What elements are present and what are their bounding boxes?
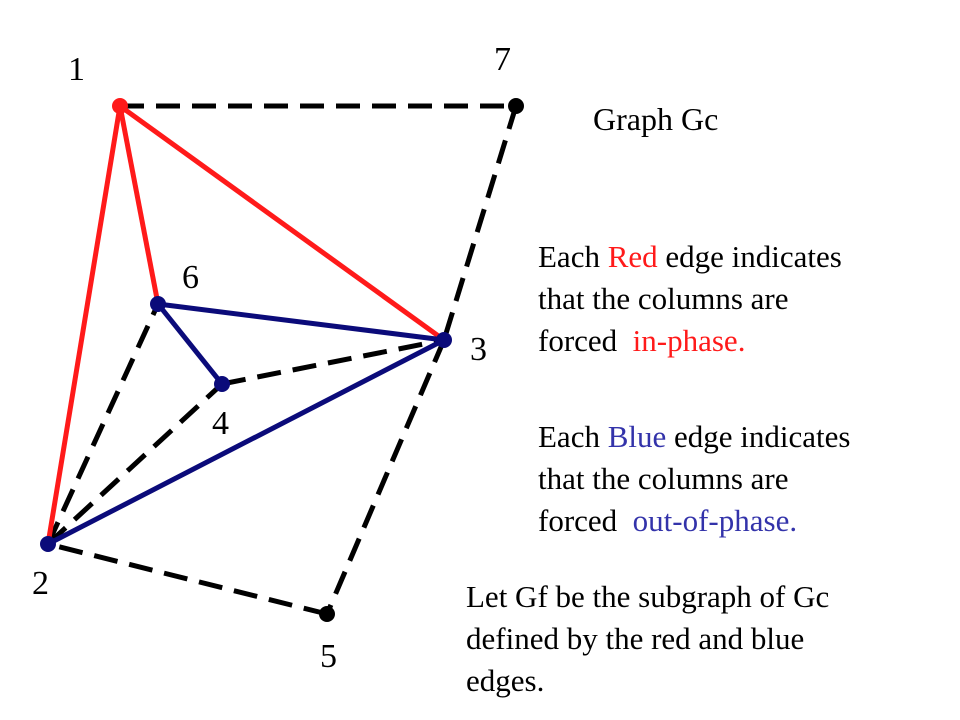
node-label-3: 3 xyxy=(470,331,487,368)
edge-1-3-red xyxy=(118,103,446,343)
edge-7-3-dashed xyxy=(441,105,519,341)
node-label-6: 6 xyxy=(182,259,199,296)
graph-title: Graph Gc xyxy=(593,101,719,137)
node-5 xyxy=(319,606,335,622)
edge-2-4-dashed xyxy=(46,382,224,546)
edge-2-3-blue xyxy=(46,337,446,547)
edge-4-3-dashed xyxy=(221,337,445,387)
red-edge-explanation: Each Red edge indicates that the columns… xyxy=(538,236,842,362)
graph-node-labels: 1 2 3 4 5 6 7 xyxy=(32,41,511,675)
blue-edge-explanation: Each Blue edge indicates that the column… xyxy=(538,416,850,542)
edge-5-2-dashed xyxy=(47,541,328,617)
edge-6-4-blue xyxy=(156,302,224,386)
blue-explanation-line-3: forced out-of-phase. xyxy=(538,503,798,538)
node-4 xyxy=(214,376,230,392)
red-explanation-line-2: that the columns are xyxy=(538,281,789,316)
blue-explanation-line-1: Each Blue edge indicates xyxy=(538,419,851,454)
edge-3-5-dashed xyxy=(324,339,447,615)
graph-edges xyxy=(45,103,519,617)
subgraph-line-3: edges. xyxy=(466,663,545,698)
node-1 xyxy=(112,98,128,114)
node-7 xyxy=(508,98,524,114)
node-3 xyxy=(436,332,452,348)
blue-word: Blue xyxy=(607,419,667,454)
red-explanation-line-1: Each Red edge indicates xyxy=(538,239,842,274)
edge-1-6-red xyxy=(117,105,161,305)
subgraph-line-2: defined by the red and blue xyxy=(466,621,805,656)
edge-2-6-dashed xyxy=(45,302,161,546)
red-word: Red xyxy=(607,239,658,274)
in-phase-word: in-phase. xyxy=(632,323,746,358)
node-2 xyxy=(40,536,56,552)
node-label-7: 7 xyxy=(494,41,511,78)
node-label-2: 2 xyxy=(32,565,49,602)
out-of-phase-word: out-of-phase. xyxy=(632,503,798,538)
node-6 xyxy=(150,296,166,312)
edge-1-2-red xyxy=(45,105,123,545)
node-label-4: 4 xyxy=(212,405,229,442)
graph-nodes xyxy=(40,98,524,622)
subgraph-definition: Let Gf be the subgraph of Gc defined by … xyxy=(466,576,829,702)
blue-explanation-line-2: that the columns are xyxy=(538,461,789,496)
subgraph-line-1: Let Gf be the subgraph of Gc xyxy=(466,579,830,614)
node-label-1: 1 xyxy=(68,51,85,88)
red-explanation-line-3: forced in-phase. xyxy=(538,323,746,358)
edge-6-3-blue xyxy=(157,301,445,343)
node-label-5: 5 xyxy=(320,638,337,675)
